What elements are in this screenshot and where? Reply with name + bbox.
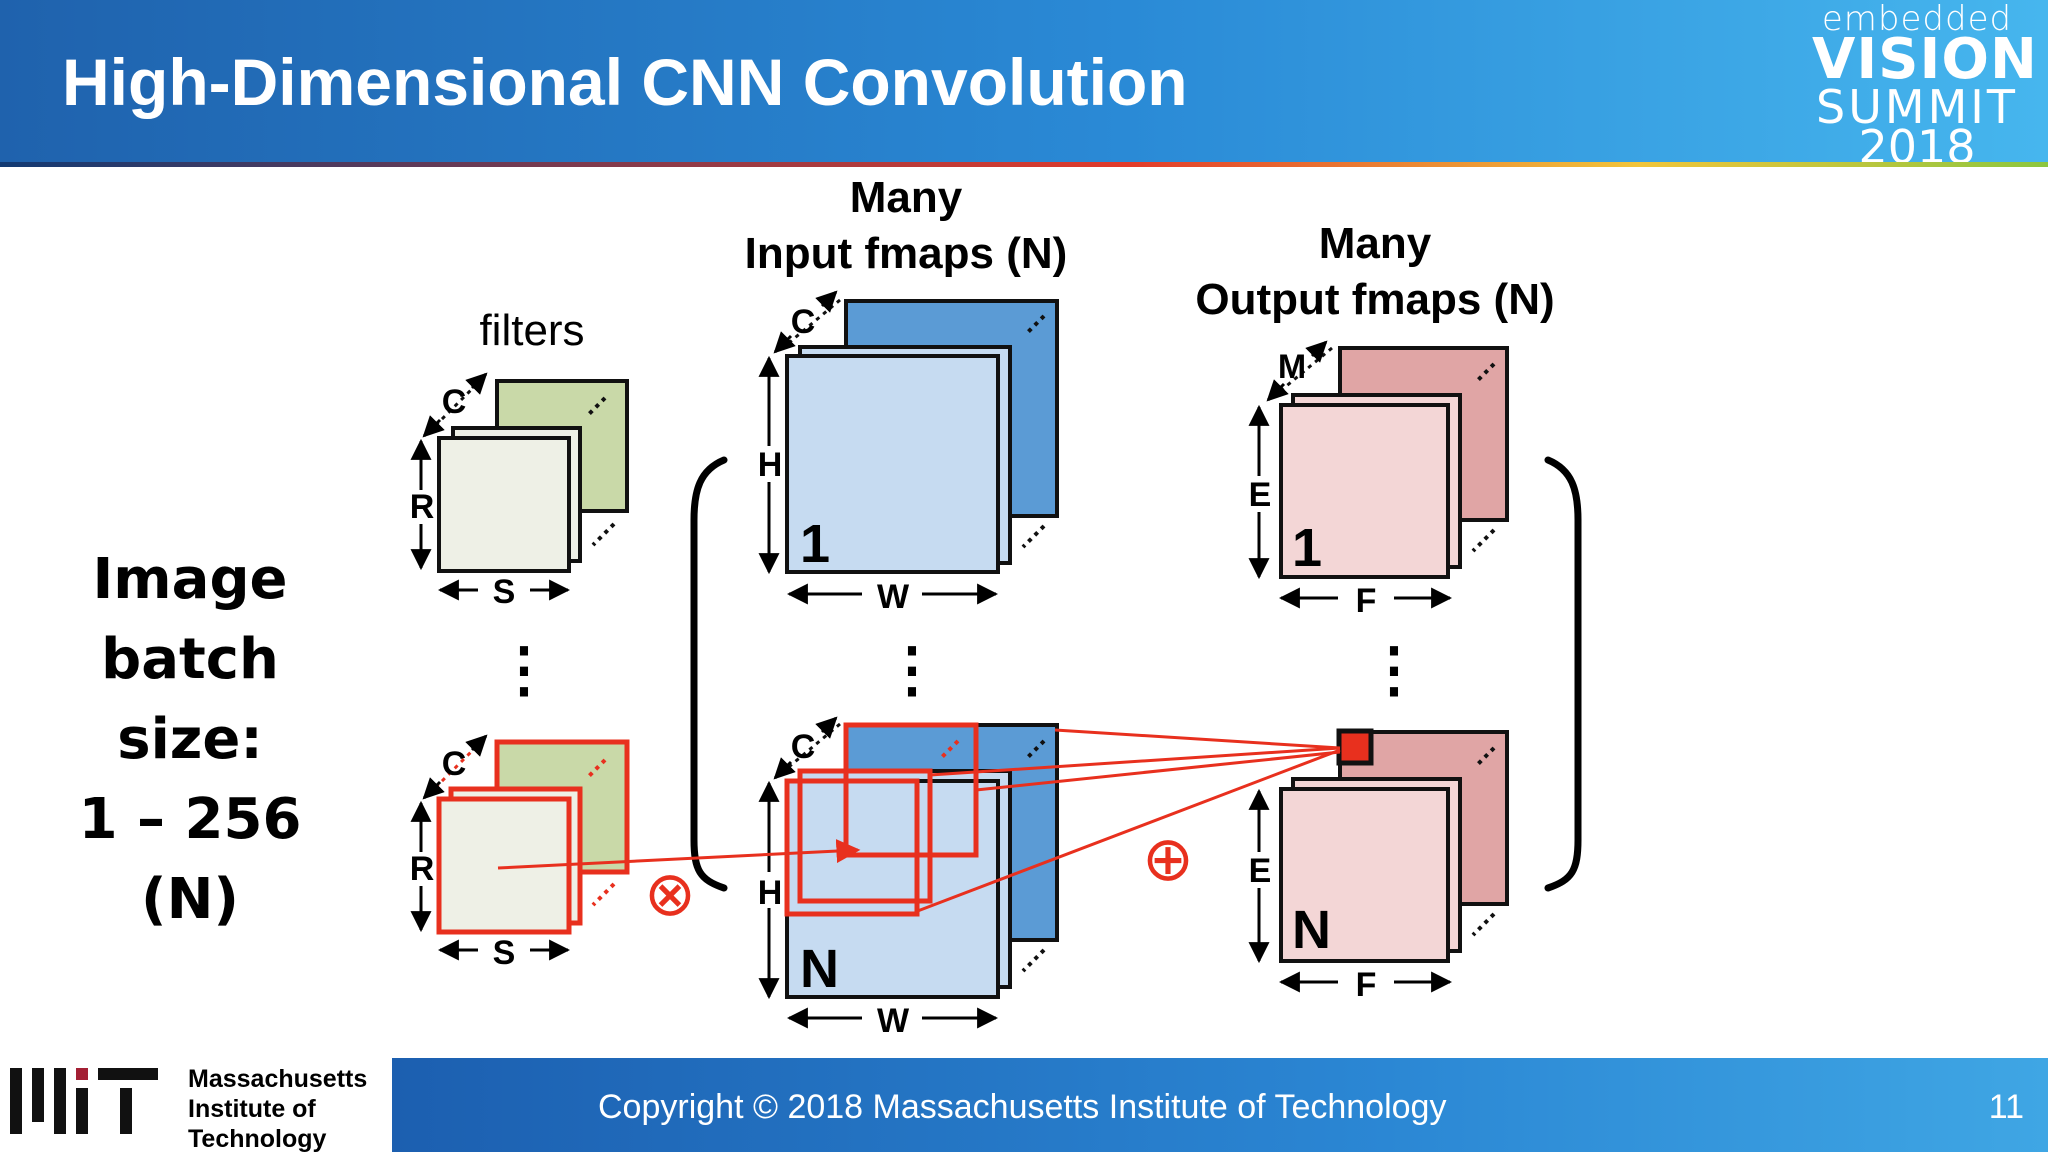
input-title-line1: Many xyxy=(850,173,963,222)
outputn-index: N xyxy=(1292,900,1331,960)
input-fmap-stack-n xyxy=(758,716,1059,1029)
filter-stack-n xyxy=(410,734,630,961)
logo-line-summit: SUMMIT xyxy=(1816,80,2018,134)
logo-line-vision: VISION xyxy=(1812,27,2038,92)
input-title-line2: Input fmaps (N) xyxy=(745,229,1068,278)
input-fmap-stack-1 xyxy=(758,290,1059,605)
output-fmap-stack-1 xyxy=(1248,340,1509,609)
mit-wordmark: Massachusetts Institute of Technology xyxy=(188,1064,367,1154)
inputn-dim-c: C xyxy=(791,728,816,766)
mit-wordmark-line1: Massachusetts xyxy=(188,1065,368,1093)
inputn-dim-w: W xyxy=(877,1002,910,1040)
page-number: 11 xyxy=(1988,1088,2024,1126)
filter1-dim-r: R xyxy=(410,488,435,526)
footer: Massachusetts Institute of Technology Co… xyxy=(0,1058,2048,1154)
input1-dim-w: W xyxy=(877,578,910,616)
filters-title: filters xyxy=(479,306,584,355)
output1-index: 1 xyxy=(1292,518,1322,578)
input1-index: 1 xyxy=(800,514,830,574)
output-fmap-stack-n xyxy=(1248,728,1509,993)
right-bracket xyxy=(1544,456,1582,892)
batch-label-line2: batch size: xyxy=(101,627,279,772)
filter1-dim-s: S xyxy=(493,573,516,611)
footer-band: Copyright © 2018 Massachusetts Institute… xyxy=(392,1058,2048,1152)
mit-wordmark-line2: Institute of xyxy=(188,1095,316,1123)
batch-label-line1: Image xyxy=(92,547,288,612)
filtern-dim-r: R xyxy=(410,850,435,888)
slide-title: High-Dimensional CNN Convolution xyxy=(62,45,1188,119)
filtern-dim-c: C xyxy=(442,745,467,783)
multiply-operator-icon: ⊗ xyxy=(644,860,696,929)
mit-wordmark-line3: Technology xyxy=(188,1125,327,1153)
copyright-notice: Copyright © 2018 Massachusetts Institute… xyxy=(598,1088,1447,1126)
add-operator-icon: ⊕ xyxy=(1142,825,1194,894)
input1-dim-h: H xyxy=(758,446,783,484)
input1-dim-c: C xyxy=(791,303,816,341)
filter-stack-1 xyxy=(410,372,629,601)
input-ellipsis: ⋮ xyxy=(882,636,942,703)
batch-size-label: Image batch size: 1 – 256 (N) xyxy=(30,540,350,940)
inputn-dim-h: H xyxy=(758,874,783,912)
filters-ellipsis: ⋮ xyxy=(494,636,554,703)
output1-dim-e: E xyxy=(1249,476,1272,514)
output-title-line2: Output fmaps (N) xyxy=(1195,275,1554,324)
batch-label-line3: 1 – 256 (N) xyxy=(78,787,302,932)
header-bar: High-Dimensional CNN Convolution embedde… xyxy=(0,0,2048,170)
outputn-dim-e: E xyxy=(1249,852,1272,890)
computation-lines xyxy=(497,728,1341,914)
output-title-line1: Many xyxy=(1319,219,1432,268)
output-ellipsis: ⋮ xyxy=(1364,636,1424,703)
logo-line-embedded: embedded xyxy=(1821,0,2013,39)
embedded-vision-summit-logo: embedded VISION SUMMIT 2018 xyxy=(1812,0,2038,170)
header-divider xyxy=(0,162,2048,167)
output1-dim-m: M xyxy=(1278,348,1306,386)
inputn-index: N xyxy=(800,939,839,999)
output1-dim-f: F xyxy=(1356,582,1377,620)
mit-logo-icon xyxy=(10,1068,158,1134)
left-bracket xyxy=(690,456,728,892)
filtern-dim-s: S xyxy=(493,934,516,972)
outputn-dim-f: F xyxy=(1356,966,1377,1004)
filter1-dim-c: C xyxy=(442,383,467,421)
